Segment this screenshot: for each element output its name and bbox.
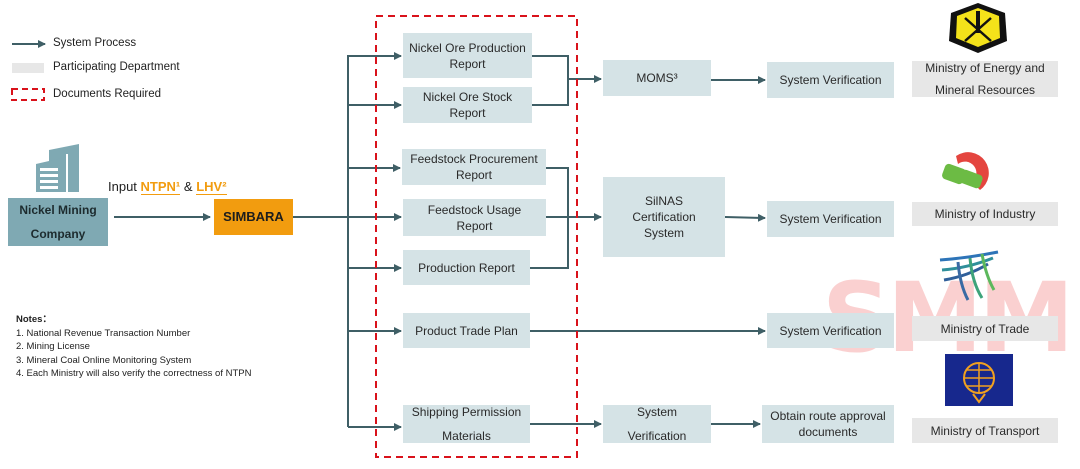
trade-leaf-icon <box>939 250 999 301</box>
notes: Notes： 1. National Revenue Transaction N… <box>16 313 251 381</box>
input-prefix: Input <box>108 179 137 194</box>
silnas-box: SilNAS Certification System <box>603 177 725 257</box>
simbara-box: SIMBARA <box>214 199 293 235</box>
route-approval-box: Obtain route approval documents <box>762 405 894 443</box>
moms-box: MOMS³ <box>603 60 711 96</box>
legend-dashed-swatch <box>11 88 45 101</box>
ministry-industry: Ministry of Industry <box>912 202 1058 226</box>
nickel-mining-company: Nickel Mining Company <box>8 198 108 246</box>
system-verification-transport: System Verification <box>603 405 711 443</box>
transport-globe-icon <box>945 354 1013 406</box>
system-verification-energy: System Verification <box>767 62 894 98</box>
industry-gear-icon <box>942 152 989 190</box>
notes-title: Notes： <box>16 314 52 325</box>
lhv-label: LHV² <box>196 179 227 195</box>
doc-shipping-permission-materials: Shipping Permission Materials <box>403 405 530 443</box>
note-item: 2. Mining License <box>16 341 90 352</box>
building-icon <box>36 144 79 192</box>
legend-documents-required: Documents Required <box>53 88 162 100</box>
system-verification-trade: System Verification <box>767 313 894 348</box>
doc-nickel-ore-production-report: Nickel Ore Production Report <box>403 33 532 78</box>
legend-system-process: System Process <box>53 37 137 49</box>
esdm-emblem-icon <box>949 3 1007 53</box>
moms-merge-line <box>532 55 569 106</box>
doc-production-report: Production Report <box>403 250 530 285</box>
doc-feedstock-usage-report: Feedstock Usage Report <box>403 199 546 236</box>
input-label: Input NTPN¹ & LHV² <box>108 179 227 195</box>
doc-product-trade-plan: Product Trade Plan <box>403 313 530 348</box>
documents-required-frame <box>375 15 578 458</box>
ampersand: & <box>183 179 193 194</box>
legend-department-swatch <box>12 63 44 73</box>
note-item: 4. Each Ministry will also verify the co… <box>16 368 252 379</box>
ministry-trade: Ministry of Trade <box>912 316 1058 341</box>
note-item: 1. National Revenue Transaction Number <box>16 327 191 339</box>
doc-feedstock-procurement-report: Feedstock Procurement Report <box>402 149 546 185</box>
legend-participating-department: Participating Department <box>53 61 180 73</box>
ntpn-label: NTPN¹ <box>140 179 181 195</box>
note-item: 3. Mineral Coal Online Monitoring System <box>16 354 192 366</box>
system-verification-industry: System Verification <box>767 201 894 237</box>
doc-nickel-ore-stock-report: Nickel Ore Stock Report <box>403 87 532 123</box>
ministry-transport: Ministry of Transport <box>912 418 1058 443</box>
silnas-to-verification-arrow <box>724 213 766 222</box>
ministry-energy-mineral-resources: Ministry of Energy and Mineral Resources <box>912 61 1058 97</box>
